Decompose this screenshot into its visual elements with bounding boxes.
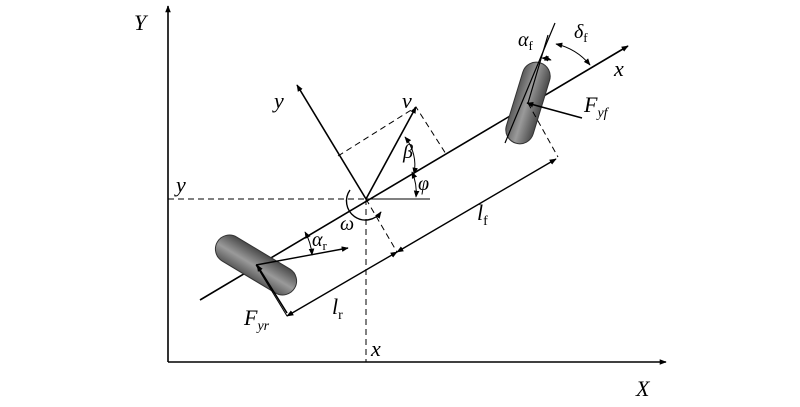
label-omega: ω — [340, 213, 354, 235]
label-delta-f: δf — [574, 21, 588, 45]
label-fyr: Fyr — [243, 305, 270, 334]
alpha-f-arc — [541, 55, 552, 62]
velocity-vector — [365, 106, 417, 200]
lf-dimension — [396, 158, 557, 253]
label-velocity: v — [402, 88, 412, 113]
label-phi: φ — [418, 173, 429, 195]
delta-f-arc — [555, 42, 591, 66]
label-beta: β — [402, 141, 413, 163]
label-alpha-r: αr — [312, 229, 328, 253]
front-lateral-force — [526, 101, 583, 119]
label-lf: lf — [477, 200, 488, 229]
rear-lateral-force — [256, 264, 288, 314]
lf-extension-front — [527, 102, 559, 158]
velocity-components-box — [337, 106, 447, 157]
label-body-y: y — [272, 88, 284, 113]
label-fyf: Fyf — [583, 92, 610, 121]
label-y-coordinate: y — [174, 172, 186, 197]
label-body-x: x — [613, 56, 624, 81]
label-global-y: Y — [134, 10, 149, 35]
label-lr: lr — [332, 294, 343, 323]
lf-extension-cg — [365, 198, 398, 253]
lr-extension-rear — [255, 264, 288, 317]
lr-dimension — [286, 251, 398, 317]
front-tire-velocity — [527, 34, 549, 104]
front-wheel-heading — [504, 22, 556, 144]
body-y-axis — [296, 84, 367, 200]
phi-arc — [411, 171, 420, 198]
label-global-x: X — [635, 376, 651, 401]
label-alpha-f: αf — [518, 29, 534, 53]
label-x-coordinate: x — [370, 336, 381, 361]
omega-arc — [345, 189, 382, 221]
